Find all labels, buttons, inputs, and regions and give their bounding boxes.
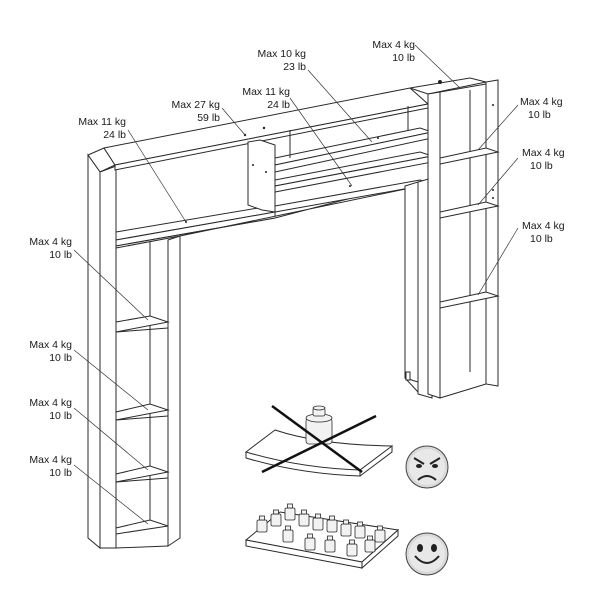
label-kg: Max 4 kg	[520, 96, 563, 108]
light-weights-icon	[256, 503, 386, 557]
label-kg: Max 11 kg	[78, 116, 126, 128]
label-left-tower-2: Max 4 kg 10 lb	[29, 339, 72, 364]
label-lb: 10 lb	[392, 52, 415, 64]
label-top-right-cap: Max 4 kg 10 lb	[372, 39, 415, 64]
label-kg: Max 4 kg	[29, 339, 72, 351]
label-upper-shelf-left: Max 11 kg 24 lb	[78, 116, 126, 141]
label-left-tower-3: Max 4 kg 10 lb	[29, 397, 72, 422]
label-kg: Max 4 kg	[29, 236, 72, 248]
top-bridge	[103, 87, 434, 249]
left-tower	[87, 147, 181, 550]
capacity-labels: Max 10 kg 23 lb Max 4 kg 10 lb Max 27 kg…	[29, 39, 564, 479]
label-kg: Max 10 kg	[258, 48, 307, 60]
cross-mark-icon	[261, 404, 377, 474]
label-kg: Max 4 kg	[29, 454, 72, 466]
right-load-illustration	[244, 503, 449, 576]
label-right-tower-2: Max 4 kg 10 lb	[522, 147, 565, 172]
label-lb: 10 lb	[49, 249, 72, 261]
label-top-center-right: Max 10 kg 23 lb	[258, 48, 307, 73]
label-left-tower-4: Max 4 kg 10 lb	[29, 454, 72, 479]
label-right-tower-3: Max 4 kg 10 lb	[522, 220, 565, 245]
label-lb: 10 lb	[49, 410, 72, 422]
label-lb: 10 lb	[528, 109, 551, 121]
label-lb: 10 lb	[49, 352, 72, 364]
label-lb: 24 lb	[103, 129, 126, 141]
label-lb: 10 lb	[530, 233, 553, 245]
label-kg: Max 11 kg	[242, 86, 290, 98]
label-lb: 23 lb	[283, 61, 306, 73]
label-top-center-left: Max 27 kg 59 lb	[172, 99, 221, 124]
leader-lines	[73, 44, 519, 525]
label-kg: Max 4 kg	[29, 397, 72, 409]
label-lb: 59 lb	[197, 112, 220, 124]
label-lb: 10 lb	[49, 467, 72, 479]
label-lb: 10 lb	[530, 160, 553, 172]
label-kg: Max 4 kg	[522, 147, 565, 159]
label-kg: Max 4 kg	[522, 220, 565, 232]
label-lb: 24 lb	[267, 99, 290, 111]
wrong-load-illustration	[244, 404, 449, 489]
label-upper-shelf-right: Max 11 kg 24 lb	[242, 86, 290, 111]
label-kg: Max 4 kg	[372, 39, 415, 51]
label-kg: Max 27 kg	[172, 99, 221, 111]
label-right-tower-1: Max 4 kg 10 lb	[520, 96, 563, 121]
label-left-tower-1: Max 4 kg 10 lb	[29, 236, 72, 261]
right-tower	[409, 77, 500, 399]
smiling-face-icon	[405, 532, 449, 576]
heavy-weight-icon	[305, 405, 333, 445]
angry-face-icon	[405, 445, 449, 489]
